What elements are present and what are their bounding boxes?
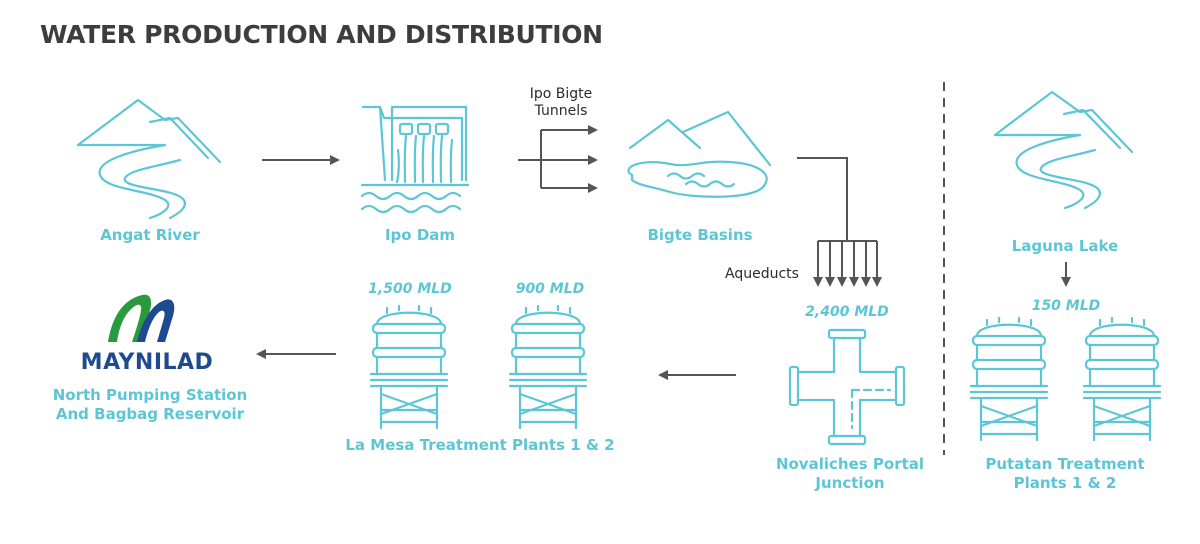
putatan-label-line1: Putatan Treatment: [985, 455, 1145, 473]
angat-river-label: Angat River: [100, 226, 200, 244]
north-pumping-label: North Pumping Station: [52, 386, 248, 404]
diagram-title: WATER PRODUCTION AND DISTRIBUTION: [40, 20, 603, 49]
la-mesa-label: La Mesa Treatment Plants 1 & 2: [345, 436, 615, 454]
la-mesa-2-capacity: 900 MLD: [515, 281, 585, 297]
treatment-plant-icon-3: [969, 316, 1049, 442]
maynilad-logo-icon: [108, 294, 175, 342]
treatment-plant-icon-4: [1082, 316, 1162, 442]
tunnels-arrows: [518, 125, 598, 193]
novaliches-capacity: 2,400 MLD: [805, 304, 889, 320]
pipe-junction-icon: [788, 328, 906, 446]
novaliches-label-line1: Novaliches Portal: [775, 455, 925, 473]
treatment-plant-icon-1: [369, 304, 449, 430]
laguna-lake-label: Laguna Lake: [1011, 237, 1119, 255]
bagbag-label: And Bagbag Reservoir: [55, 405, 245, 423]
aqueducts-arrows: [797, 157, 882, 287]
novaliches-label-line2: Junction: [815, 474, 885, 492]
ipo-dam-icon: [360, 105, 470, 214]
putatan-label-line2: Plants 1 & 2: [1013, 474, 1117, 492]
maynilad-wordmark: MAYNILAD: [80, 350, 214, 375]
putatan-capacity: 150 MLD: [1031, 298, 1101, 314]
bigte-basins-icon: [627, 110, 772, 198]
tunnels-label-line2: Tunnels: [534, 103, 588, 119]
tunnels-label-line1: Ipo Bigte: [529, 86, 593, 102]
angat-river-icon: [76, 98, 222, 220]
aqueducts-label: Aqueducts: [725, 266, 799, 282]
bigte-basins-label: Bigte Basins: [647, 226, 753, 244]
laguna-lake-icon: [993, 90, 1134, 210]
treatment-plant-icon-2: [508, 304, 588, 430]
ipo-dam-label: Ipo Dam: [384, 226, 456, 244]
la-mesa-1-capacity: 1,500 MLD: [368, 281, 452, 297]
